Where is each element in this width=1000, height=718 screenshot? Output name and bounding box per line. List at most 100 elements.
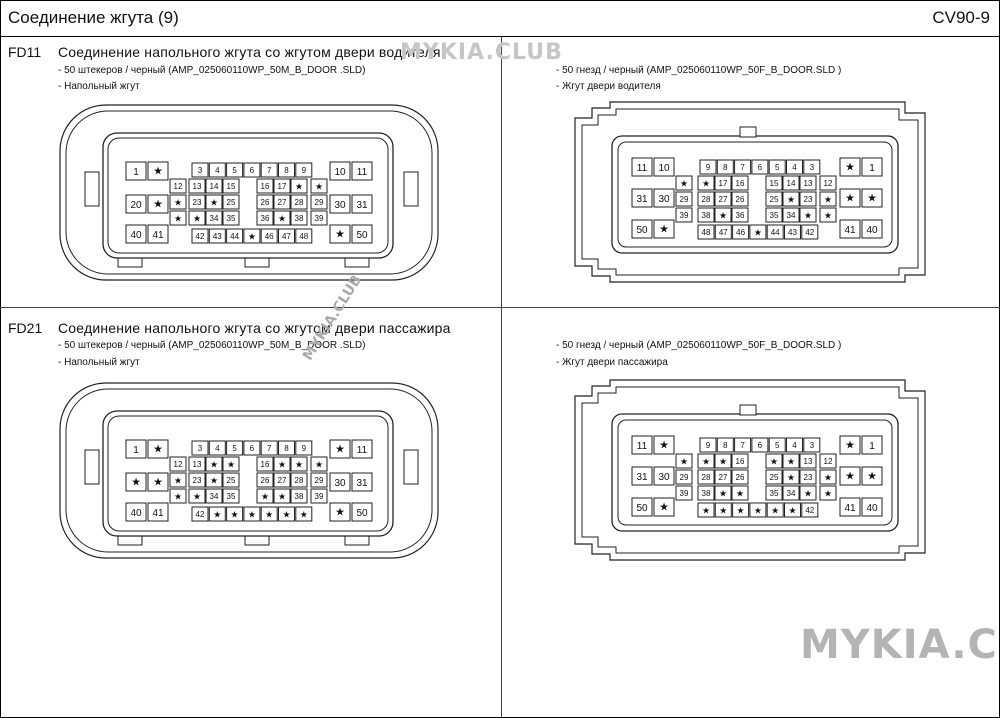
pin-box bbox=[782, 175, 800, 191]
connector-shell-inner bbox=[65, 388, 433, 553]
pin-number: 35 bbox=[770, 489, 779, 498]
pin-cell: ★ bbox=[799, 207, 817, 223]
pin-cell: 5 bbox=[768, 437, 786, 453]
pin-number: 44 bbox=[230, 232, 239, 241]
pin-number: 8 bbox=[284, 444, 289, 453]
pin-cell: ★ bbox=[208, 506, 226, 522]
pin-cell: 11 bbox=[631, 435, 653, 455]
pin-number: 17 bbox=[278, 182, 287, 191]
pin-box bbox=[329, 224, 351, 244]
pin-number: 44 bbox=[771, 228, 780, 237]
pin-number: 4 bbox=[215, 166, 220, 175]
pin-cell: ★ bbox=[839, 157, 861, 177]
pin-cell: ★ bbox=[697, 502, 715, 518]
pin-number: 38 bbox=[702, 211, 711, 220]
empty-pin-star: ★ bbox=[265, 510, 273, 520]
pin-cell: 1 bbox=[861, 435, 883, 455]
pin-area bbox=[102, 410, 394, 537]
pin-number: 35 bbox=[227, 214, 236, 223]
pin-box bbox=[310, 456, 328, 472]
pin-box bbox=[188, 488, 206, 504]
pin-box bbox=[799, 485, 817, 501]
pin-number: 17 bbox=[719, 179, 728, 188]
pin-cell: 26 bbox=[731, 469, 749, 485]
pin-cell: ★ bbox=[273, 456, 291, 472]
pin-cell: 7 bbox=[260, 162, 278, 178]
pin-cell: 44 bbox=[226, 228, 244, 244]
pin-number: 9 bbox=[706, 441, 711, 450]
pin-box bbox=[799, 453, 817, 469]
pin-number: 26 bbox=[261, 476, 270, 485]
pin-area-inner bbox=[617, 141, 893, 248]
empty-pin-star: ★ bbox=[153, 477, 163, 489]
pin-box bbox=[631, 497, 653, 517]
pin-cell: 8 bbox=[716, 159, 734, 175]
pin-cell: ★ bbox=[732, 502, 750, 518]
pin-cell: 41 bbox=[839, 497, 861, 517]
pin-box bbox=[765, 469, 783, 485]
pin-cell: 42 bbox=[191, 228, 209, 244]
pin-cell: ★ bbox=[169, 488, 187, 504]
pin-number: 30 bbox=[334, 478, 346, 489]
pin-box bbox=[351, 502, 373, 522]
pin-box bbox=[147, 194, 169, 214]
pin-cell: 30 bbox=[329, 472, 351, 492]
pin-box bbox=[329, 472, 351, 492]
pin-cell: 50 bbox=[351, 502, 373, 522]
pin-number: 38 bbox=[295, 492, 304, 501]
pin-number: 26 bbox=[736, 473, 745, 482]
empty-pin-star: ★ bbox=[210, 198, 218, 208]
pin-box bbox=[226, 440, 244, 456]
side-latch-left bbox=[84, 449, 100, 485]
pin-number: 4 bbox=[792, 163, 797, 172]
pin-cell: ★ bbox=[329, 502, 351, 522]
pin-box bbox=[329, 194, 351, 214]
pin-cell: ★ bbox=[147, 194, 169, 214]
empty-pin-star: ★ bbox=[824, 211, 832, 221]
empty-pin-star: ★ bbox=[174, 198, 182, 208]
pin-box bbox=[782, 469, 800, 485]
pin-number: 27 bbox=[278, 198, 287, 207]
pin-cell: 12 bbox=[819, 175, 837, 191]
pin-number: 23 bbox=[804, 195, 813, 204]
fd11-left-note-2: - Напольный жгут bbox=[58, 81, 140, 92]
pin-number: 31 bbox=[356, 478, 368, 489]
pin-box bbox=[295, 162, 313, 178]
empty-pin-star: ★ bbox=[824, 473, 832, 483]
pin-box bbox=[653, 219, 675, 239]
pin-cell: ★ bbox=[861, 188, 883, 208]
pin-number: 3 bbox=[198, 166, 203, 175]
pin-cell: ★ bbox=[256, 488, 274, 504]
pin-number: 34 bbox=[787, 211, 796, 220]
pin-cell: 13 bbox=[188, 456, 206, 472]
pin-cell: 39 bbox=[310, 210, 328, 226]
empty-pin-star: ★ bbox=[153, 199, 163, 211]
empty-pin-star: ★ bbox=[845, 471, 855, 483]
pin-number: 1 bbox=[133, 167, 139, 178]
pin-number: 12 bbox=[824, 179, 833, 188]
horizontal-divider bbox=[0, 307, 1000, 308]
pin-cell: 12 bbox=[169, 456, 187, 472]
pin-number: 8 bbox=[284, 166, 289, 175]
pin-cell: 3 bbox=[803, 437, 821, 453]
pin-box bbox=[653, 157, 675, 177]
pin-box bbox=[734, 159, 752, 175]
pin-cell: 35 bbox=[222, 488, 240, 504]
pin-number: 48 bbox=[299, 232, 308, 241]
empty-pin-star: ★ bbox=[248, 510, 256, 520]
pin-cell: ★ bbox=[731, 485, 749, 501]
pin-number: 13 bbox=[804, 457, 813, 466]
pin-box bbox=[310, 472, 328, 488]
fd11-left-note-1: - 50 штекеров / черный (AMP_025060110WP_… bbox=[58, 65, 366, 76]
pin-box bbox=[631, 466, 653, 486]
pin-box bbox=[631, 188, 653, 208]
pin-cell: ★ bbox=[782, 191, 800, 207]
pin-box bbox=[169, 456, 187, 472]
pin-number: 11 bbox=[637, 163, 648, 174]
pin-cell: 29 bbox=[675, 469, 693, 485]
pin-number: 40 bbox=[866, 503, 878, 514]
empty-pin-star: ★ bbox=[315, 460, 323, 470]
pin-box bbox=[188, 178, 206, 194]
pin-cell: 28 bbox=[290, 194, 308, 210]
pin-cell: 42 bbox=[801, 502, 819, 518]
